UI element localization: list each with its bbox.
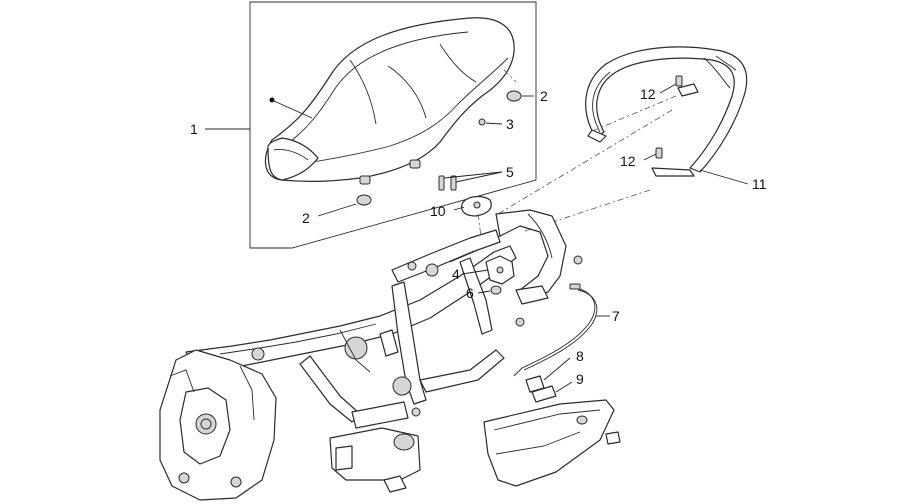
nut-part-6 [477,285,502,295]
callout-labels: 1 2 3 2 5 10 4 6 7 8 9 12 12 11 [190,86,767,387]
seat-part-1 [264,17,515,185]
callout-11: 11 [752,176,767,192]
callout-5: 5 [506,164,514,180]
callout-12-upper: 12 [640,86,656,102]
callout-2-lower: 2 [302,210,310,226]
callout-1: 1 [190,121,198,137]
callout-7: 7 [612,308,620,324]
cable-part-7 [513,283,610,377]
latch-part-4 [461,255,515,285]
main-frame [185,229,525,423]
screw-part-3 [478,118,503,126]
bracket-part-10 [453,195,492,245]
seat-reference-dot [269,97,275,103]
screw-part-12-upper [659,75,683,94]
side-cover [483,399,621,487]
lower-bracket-assembly [329,401,421,493]
callout-2-upper: 2 [540,88,548,104]
seat-kit-box [205,1,537,249]
nut-part-2-lower [317,194,372,217]
clip-part-8 [525,357,571,393]
screw-part-12-lower [643,147,663,161]
grab-rail-part-11 [585,46,749,185]
bolts-part-5 [438,171,503,191]
callout-8: 8 [576,348,584,364]
callout-6: 6 [466,285,474,301]
callout-3: 3 [506,116,514,132]
callout-10: 10 [430,203,446,219]
callout-9: 9 [576,371,584,387]
callout-12-lower: 12 [620,153,636,169]
bracket-part-9 [531,381,573,403]
nut-part-2-upper [503,69,534,102]
callout-4: 4 [452,266,460,282]
front-frame-casting [159,349,277,501]
